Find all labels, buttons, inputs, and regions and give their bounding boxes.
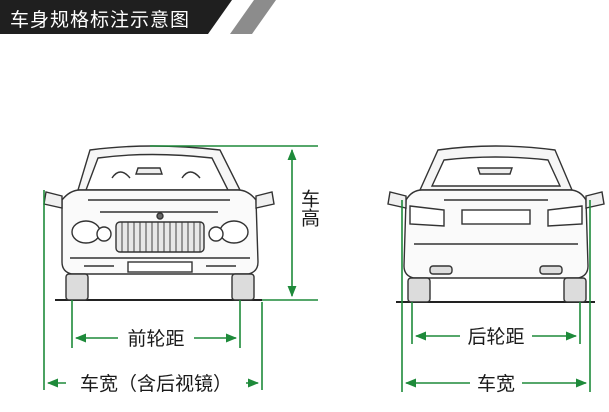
rear-right-wheel (563, 277, 587, 303)
height-label: 车高 (298, 189, 320, 227)
page-title: 车身规格标注示意图 (10, 9, 191, 31)
front-right-headlight-inner (208, 226, 224, 242)
rear-track-label-bg (460, 324, 532, 348)
title-bar-stripe (230, 0, 276, 34)
title-bar-gap (208, 0, 252, 34)
front-left-wheel (65, 273, 89, 301)
title-bar-background (0, 0, 276, 34)
front-left-mirror (43, 191, 63, 209)
front-seats (111, 171, 201, 179)
front-track-label-bg (118, 326, 194, 350)
car-rear-view-icon (387, 145, 605, 303)
rear-license-plate (461, 209, 531, 225)
front-mirror-inner (135, 167, 163, 175)
front-right-headlight (219, 220, 249, 244)
front-hood-lines (88, 199, 230, 213)
rear-left-mirror (387, 191, 407, 209)
height-label-bg (296, 204, 322, 254)
front-right-mirror (255, 191, 275, 209)
car-front-view-icon (43, 145, 275, 301)
title-bar-dark-shape (0, 0, 248, 34)
front-right-wheel (231, 273, 255, 301)
rear-width-label: 车宽 (477, 373, 515, 395)
front-grille-bars (121, 222, 201, 252)
rear-left-taillight (409, 205, 445, 227)
front-license-plate (127, 261, 193, 273)
title-bar: 车身规格标注示意图 (0, 0, 609, 38)
front-left-headlight (71, 220, 101, 244)
rear-width-label-bg (470, 371, 522, 395)
front-grille (115, 221, 205, 253)
width-mirrors-label-bg (66, 371, 246, 395)
rear-seat-headrests (477, 167, 513, 175)
rear-right-exhaust (539, 265, 563, 275)
front-track-label: 前轮距 (127, 328, 184, 350)
front-left-headlight-inner (96, 226, 112, 242)
rear-right-taillight (547, 205, 583, 227)
rear-left-wheel (407, 277, 431, 303)
rear-right-mirror (585, 191, 605, 209)
rear-track-label: 后轮距 (467, 326, 524, 348)
rear-left-exhaust (429, 265, 453, 275)
width-with-mirrors-label: 车宽（含后视镜） (80, 373, 232, 395)
rear-body (403, 189, 589, 279)
front-emblem-icon (156, 212, 164, 220)
